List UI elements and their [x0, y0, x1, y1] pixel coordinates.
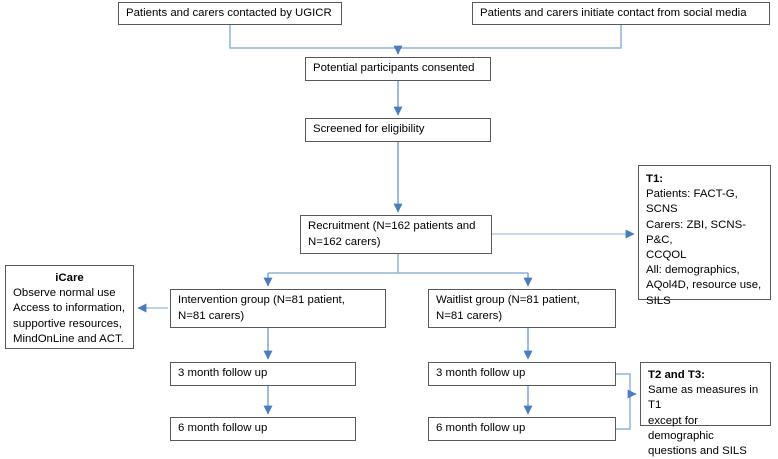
icare-line3: supportive resources,: [13, 317, 122, 330]
t1-line2: Carers: ZBI, SCNS-P&C,: [646, 218, 746, 246]
edge-ugicr-to-consented: [229, 25, 398, 49]
t1-line5: AQol4D, resource use,: [646, 279, 762, 292]
node-label-line1: Waitlist group (N=81 patient,: [436, 294, 580, 307]
icare-line4: MindOnLine and ACT.: [13, 332, 124, 345]
icare-title: iCare: [55, 272, 84, 284]
node-intervention-group[interactable]: Intervention group (N=81 patient, N=81 c…: [170, 289, 386, 328]
node-icare[interactable]: iCare Observe normal use Access to infor…: [5, 265, 134, 349]
t1-line1: Patients: FACT-G, SCNS: [646, 188, 741, 216]
node-waitlist-3-month-follow-up[interactable]: 3 month follow up: [428, 362, 616, 386]
t1-title: T1:: [646, 173, 664, 185]
node-recruitment[interactable]: Recruitment (N=162 patients and N=162 ca…: [300, 215, 492, 254]
node-contacted-by-ugicr[interactable]: Patients and carers contacted by UGICR: [118, 2, 342, 25]
node-waitlist-group[interactable]: Waitlist group (N=81 patient, N=81 carer…: [428, 289, 616, 328]
t1-line3: CCQOL: [646, 249, 687, 262]
icare-line2: Access to information,: [13, 302, 126, 315]
edge-w6month-to-t23: [616, 394, 631, 430]
t23-line2: except for demographic: [648, 414, 714, 442]
node-waitlist-6-month-follow-up[interactable]: 6 month follow up: [428, 417, 616, 441]
node-label-line1: Recruitment (N=162 patients and: [308, 220, 476, 233]
t23-line3: questions and SILS: [648, 445, 747, 458]
t1-line6: SILS: [646, 294, 671, 307]
node-label: Patients and carers initiate contact fro…: [480, 6, 747, 19]
node-label: Patients and carers contacted by UGICR: [126, 6, 332, 19]
node-social-media-contact[interactable]: Patients and carers initiate contact fro…: [472, 2, 770, 25]
node-screened-for-eligibility[interactable]: Screened for eligibility: [305, 118, 491, 142]
node-label: 6 month follow up: [178, 422, 268, 435]
flowchart-canvas: Patients and carers contacted by UGICR P…: [5, 2, 771, 457]
node-label: 3 month follow up: [178, 367, 268, 380]
node-label: 6 month follow up: [436, 422, 526, 435]
edge-w3month-to-t23: [616, 373, 631, 394]
node-label-line2: N=162 carers): [308, 235, 381, 248]
icare-line1: Observe normal use: [13, 287, 116, 300]
node-intervention-3-month-follow-up[interactable]: 3 month follow up: [170, 362, 356, 386]
node-label-line1: Intervention group (N=81 patient,: [178, 294, 345, 307]
connector-layer: [137, 25, 637, 430]
node-t2-t3-measures[interactable]: T2 and T3: Same as measures in T1 except…: [640, 362, 771, 457]
node-label: Potential participants consented: [313, 62, 475, 75]
node-t1-measures[interactable]: T1: Patients: FACT-G, SCNS Carers: ZBI, …: [638, 165, 771, 307]
node-label: Screened for eligibility: [313, 123, 425, 136]
node-potential-participants-consented[interactable]: Potential participants consented: [305, 57, 491, 81]
edge-social-to-consented: [398, 25, 622, 49]
node-label-line2: N=81 carers): [436, 309, 503, 322]
t1-line4: All: demographics,: [646, 264, 740, 277]
node-intervention-6-month-follow-up[interactable]: 6 month follow up: [170, 417, 356, 441]
node-label: 3 month follow up: [436, 367, 526, 380]
t23-line1: Same as measures in T1: [648, 384, 762, 412]
node-label-line2: N=81 carers): [178, 309, 245, 322]
t23-title: T2 and T3:: [648, 369, 705, 381]
